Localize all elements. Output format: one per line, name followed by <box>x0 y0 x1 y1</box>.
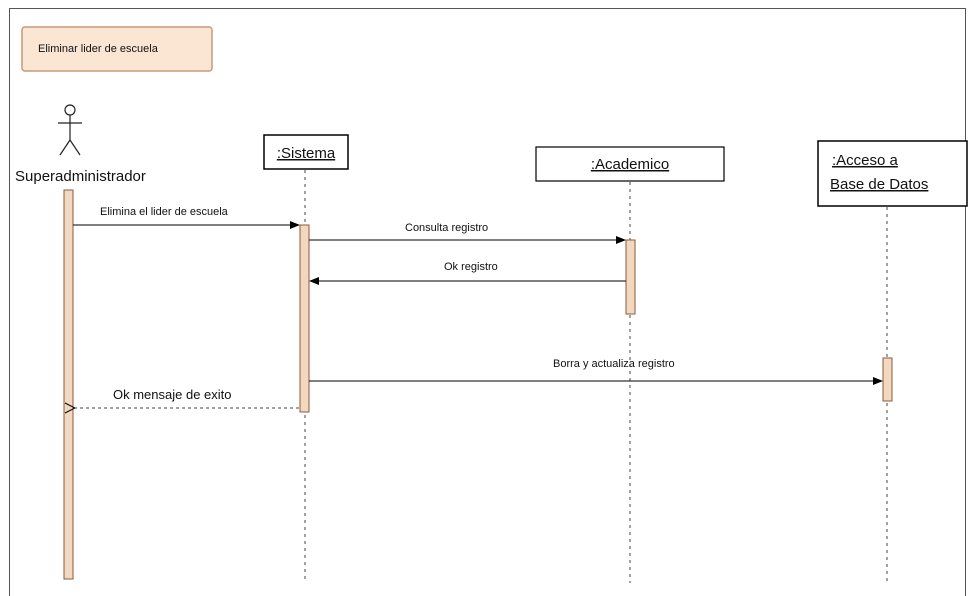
title-box-shape <box>21 26 213 72</box>
activation-actor <box>63 189 74 580</box>
actor-superadministrador: Superadministrador <box>15 104 146 185</box>
lifeline-label-academico: :Academico <box>591 156 669 173</box>
activation-db <box>882 357 893 402</box>
lifeline-head-db: :Acceso a Base de Datos <box>817 140 968 207</box>
title-box-label: Eliminar lider de escuela <box>38 43 159 55</box>
lifeline-head-sistema: :Sistema <box>263 134 349 170</box>
title-box: Eliminar lider de escuela <box>21 26 213 72</box>
stick-figure-icon <box>58 104 82 156</box>
diagram-frame <box>9 8 966 596</box>
message-label-ok-mensaje: Ok mensaje de exito <box>113 387 232 402</box>
message-consulta: Consulta registro <box>309 222 626 244</box>
activation-sistema <box>299 224 310 413</box>
message-label-consulta: Consulta registro <box>405 222 488 234</box>
message-borra: Borra y actualiza registro <box>309 358 883 385</box>
message-label-elimina: Elimina el lider de escuela <box>100 206 229 218</box>
message-elimina: Elimina el lider de escuela <box>73 206 300 229</box>
lifeline-label-db-line1: :Acceso a <box>832 152 899 169</box>
lifeline-label-db-line2: Base de Datos <box>830 176 928 193</box>
message-ok-mensaje: Ok mensaje de exito <box>75 387 299 408</box>
message-label-borra: Borra y actualiza registro <box>553 358 675 370</box>
message-ok-registro: Ok registro <box>309 261 626 285</box>
actor-name: Superadministrador <box>15 168 146 185</box>
lifeline-head-academico: :Academico <box>535 146 725 182</box>
lifeline-label-sistema: :Sistema <box>277 145 336 162</box>
activation-academico <box>625 239 636 315</box>
message-label-ok-registro: Ok registro <box>444 261 498 273</box>
